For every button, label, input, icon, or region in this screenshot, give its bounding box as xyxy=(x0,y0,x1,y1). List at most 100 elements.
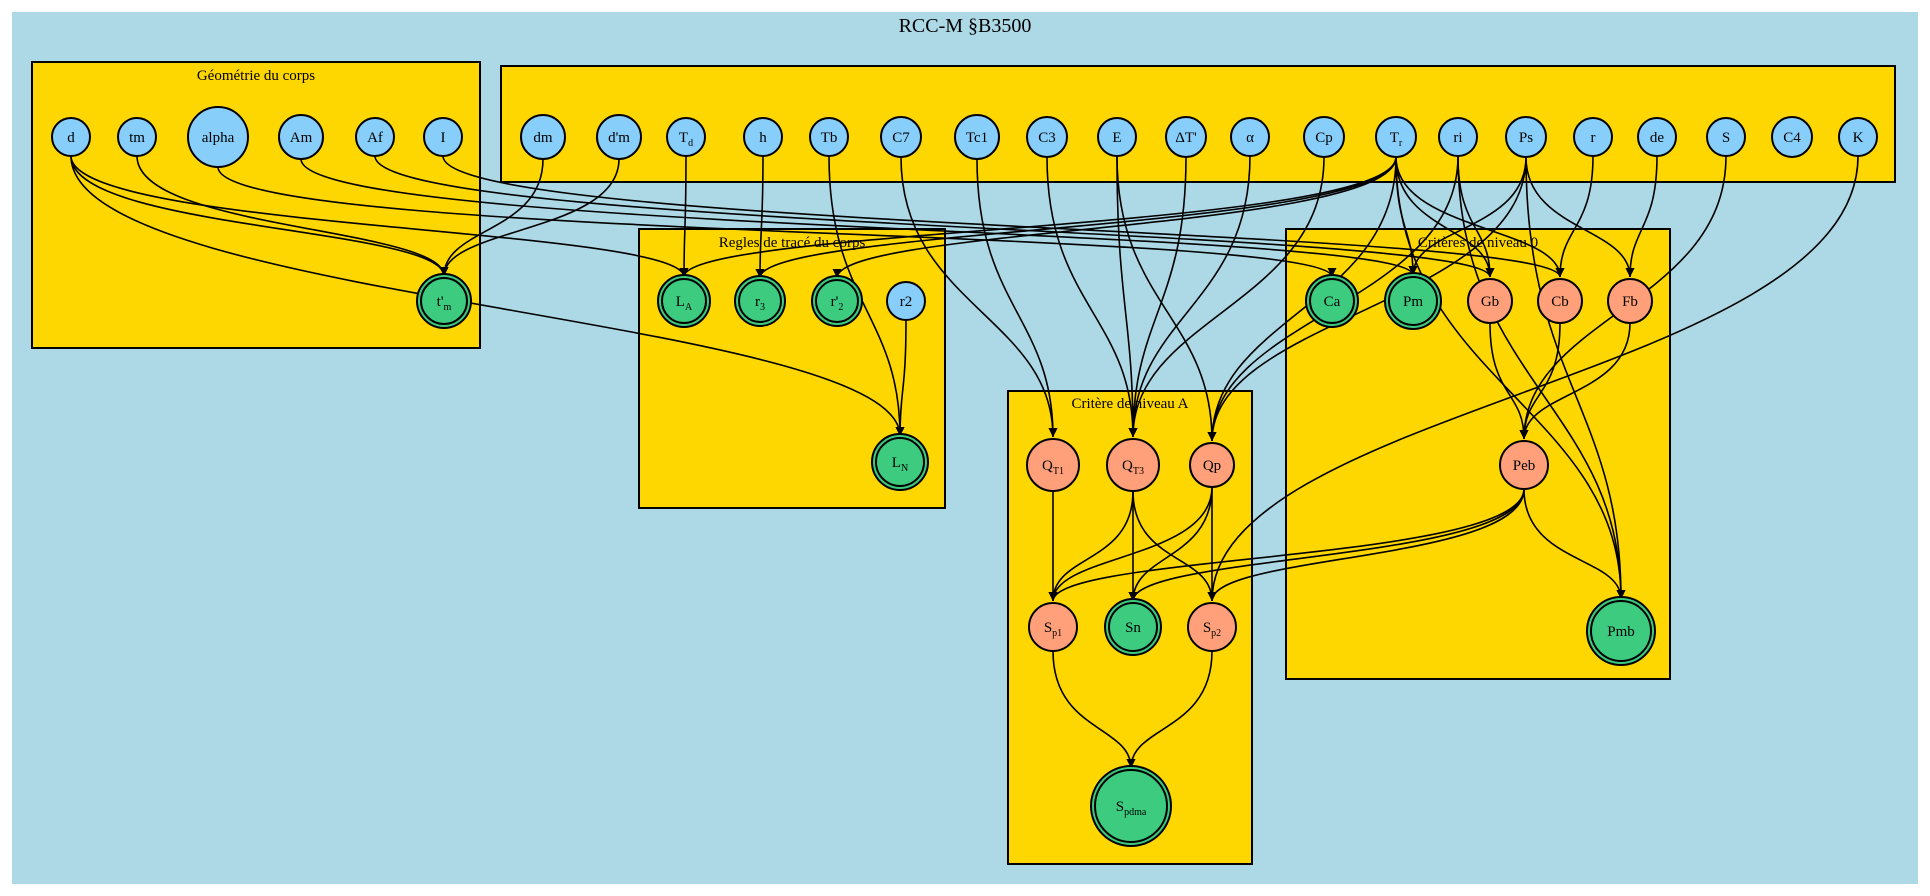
node-tm[interactable]: tm xyxy=(117,117,157,157)
node-S[interactable]: S xyxy=(1706,117,1746,157)
node-r3[interactable]: r3 xyxy=(734,275,786,327)
node-Sn[interactable]: Sn xyxy=(1104,598,1162,656)
node-label-main: Am xyxy=(290,130,313,146)
node-E[interactable]: E xyxy=(1097,117,1137,157)
node-circle xyxy=(1097,117,1137,157)
node-r2[interactable]: r2 xyxy=(886,281,926,321)
node-Gb[interactable]: Gb xyxy=(1467,278,1513,324)
node-C7[interactable]: C7 xyxy=(880,116,922,158)
node-label: de xyxy=(1650,130,1665,146)
node-r[interactable]: r xyxy=(1573,117,1613,157)
node-rp2[interactable]: r'2 xyxy=(811,275,863,327)
node-circle xyxy=(880,116,922,158)
node-label: ΔT' xyxy=(1175,130,1197,146)
node-label: Qp xyxy=(1203,458,1221,474)
edge-Peb-to-Sn xyxy=(1128,488,1525,602)
edge-Qp-to-Sn xyxy=(1128,486,1213,602)
node-label: Td xyxy=(679,130,693,149)
node-dpm[interactable]: d'm xyxy=(596,114,642,160)
node-Spdma[interactable]: Spdma xyxy=(1090,765,1172,847)
node-tpm[interactable]: t'm xyxy=(416,273,472,329)
edge-Gb-to-Peb xyxy=(1489,322,1529,440)
node-Sp1[interactable]: Sp1 xyxy=(1028,602,1078,652)
node-label-main: alpha xyxy=(202,130,235,146)
node-label: C4 xyxy=(1783,130,1801,146)
node-Cp[interactable]: Cp xyxy=(1303,116,1345,158)
node-Pm[interactable]: Pm xyxy=(1384,272,1442,330)
node-ri[interactable]: ri xyxy=(1438,117,1478,157)
node-Af[interactable]: Af xyxy=(355,117,395,157)
node-label-main: r xyxy=(755,294,760,310)
node-h[interactable]: h xyxy=(743,117,783,157)
node-label-main: Cb xyxy=(1551,294,1569,310)
edge-Fb-to-Peb xyxy=(1519,322,1631,440)
node-label: Tr xyxy=(1390,130,1403,149)
edge-Ps-to-Pmb xyxy=(1525,156,1626,600)
node-d[interactable]: d xyxy=(51,117,91,157)
node-label: r2 xyxy=(900,294,913,310)
node-circle xyxy=(1094,769,1168,843)
node-alph[interactable]: α xyxy=(1230,117,1270,157)
node-circle xyxy=(1230,117,1270,157)
node-Peb[interactable]: Peb xyxy=(1499,440,1549,490)
node-Tb[interactable]: Tb xyxy=(809,117,849,157)
node-de[interactable]: de xyxy=(1637,117,1677,157)
node-Sp2[interactable]: Sp2 xyxy=(1187,602,1237,652)
node-label-sub: N xyxy=(901,463,908,474)
node-label-main: S xyxy=(1116,799,1124,815)
node-Tc1[interactable]: Tc1 xyxy=(954,114,1000,160)
node-label: Sp1 xyxy=(1044,620,1062,639)
node-circle xyxy=(520,114,566,160)
node-label-main: Ps xyxy=(1519,130,1533,146)
node-Pmb[interactable]: Pmb xyxy=(1586,596,1656,666)
node-label: Ps xyxy=(1519,130,1533,146)
node-Qp[interactable]: Qp xyxy=(1189,442,1235,488)
edge-d-to-LN xyxy=(70,155,905,437)
node-Fb[interactable]: Fb xyxy=(1607,278,1653,324)
node-LA[interactable]: LA xyxy=(657,274,711,328)
node-label: Gb xyxy=(1481,294,1499,310)
node-C3[interactable]: C3 xyxy=(1026,116,1068,158)
node-circle xyxy=(1165,116,1207,158)
node-circle xyxy=(1028,602,1078,652)
node-dT[interactable]: ΔT' xyxy=(1165,116,1207,158)
edge-dpm-to-tpm xyxy=(439,158,620,277)
edge-Af-to-Gb xyxy=(374,155,1495,278)
node-circle xyxy=(420,277,468,325)
node-label-sub: 2 xyxy=(838,302,843,313)
node-Tr[interactable]: Tr xyxy=(1375,116,1417,158)
node-label-main: Fb xyxy=(1622,294,1638,310)
node-label-main: Tc1 xyxy=(966,130,988,146)
node-label-main: Q xyxy=(1122,458,1133,474)
node-QT3[interactable]: QT3 xyxy=(1106,438,1160,492)
node-label: Pm xyxy=(1403,294,1423,310)
node-label: S xyxy=(1722,130,1730,146)
edge-Tc1-to-QT1 xyxy=(976,158,1058,438)
node-label-main: Pmb xyxy=(1607,624,1635,640)
node-Cb[interactable]: Cb xyxy=(1537,278,1583,324)
node-Ca[interactable]: Ca xyxy=(1305,274,1359,328)
node-LN[interactable]: LN xyxy=(871,433,929,491)
node-circle xyxy=(117,117,157,157)
node-Td[interactable]: Td xyxy=(666,117,706,157)
node-label-main: d'm xyxy=(608,130,630,146)
node-label: tm xyxy=(129,130,145,146)
node-label-sub: p2 xyxy=(1211,628,1221,639)
node-K[interactable]: K xyxy=(1838,117,1878,157)
node-label-main: L xyxy=(892,455,901,471)
edge-Peb-to-Pmb xyxy=(1523,488,1626,600)
edge-C3-to-QT3 xyxy=(1046,156,1138,438)
node-circle xyxy=(1108,602,1158,652)
edge-dm-to-tpm xyxy=(439,158,544,277)
node-label: Af xyxy=(367,130,383,146)
node-QT1[interactable]: QT1 xyxy=(1026,438,1080,492)
node-label-main: S xyxy=(1203,620,1211,636)
node-dm[interactable]: dm xyxy=(520,114,566,160)
node-Am[interactable]: Am xyxy=(278,114,324,160)
node-alpha[interactable]: alpha xyxy=(187,106,249,168)
node-C4[interactable]: C4 xyxy=(1771,116,1813,158)
node-label-sub: d xyxy=(688,138,693,149)
node-label: α xyxy=(1246,130,1254,146)
node-Ps[interactable]: Ps xyxy=(1505,116,1547,158)
node-I[interactable]: I xyxy=(423,117,463,157)
